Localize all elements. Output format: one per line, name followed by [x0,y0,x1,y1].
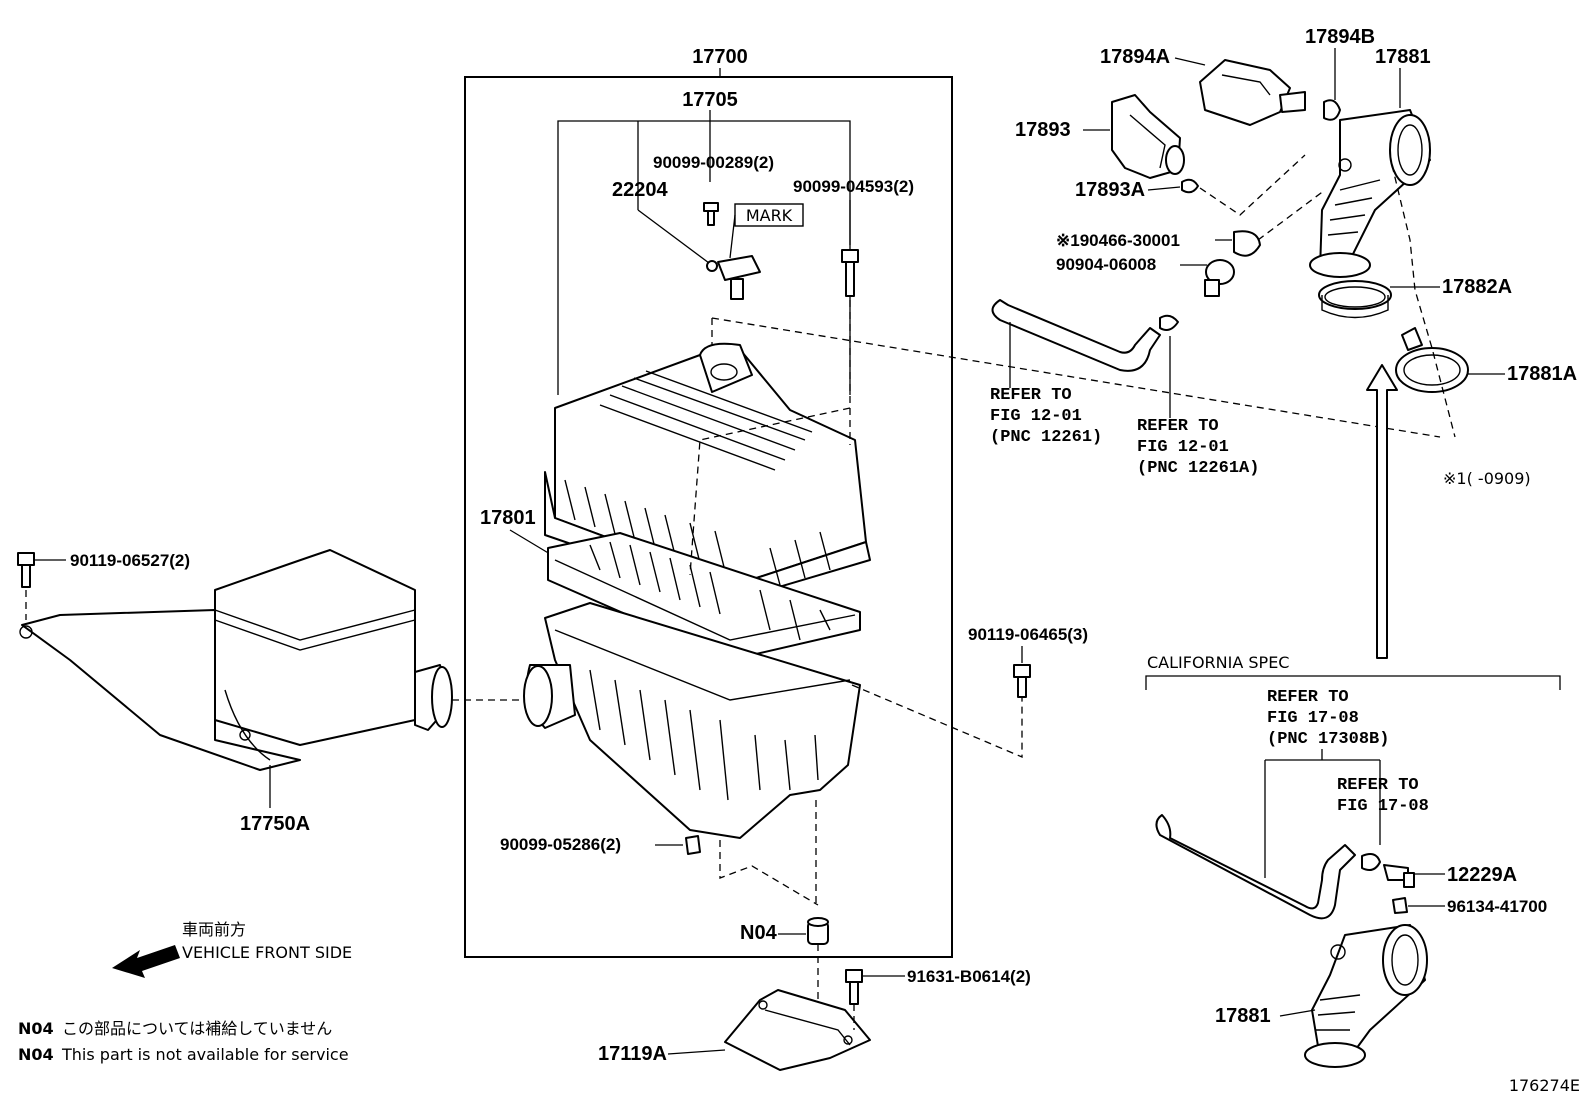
label-17881-top: 17881 [1375,46,1431,68]
intake-hose-17881-california [1304,924,1428,1068]
label-17882A: 17882A [1442,276,1512,298]
label-17893A: 17893A [1075,179,1145,201]
arrow-left-icon [112,945,180,978]
clip-icon [1392,897,1408,914]
air-filter-element [547,532,861,661]
ref-fig-17-08-b: REFER TO FIG 17-08 [1337,776,1429,816]
label-N04: N04 [740,922,778,944]
clamp-icon [1233,230,1261,257]
connector-12229A [1383,864,1415,888]
label-90099-04593: 90099-04593(2) [793,177,914,196]
resonator-17894A [1199,59,1306,126]
intake-hose-17881 [1309,109,1431,278]
note-n04-code-jp: N04 [18,1019,54,1038]
air-intake-duct-17750A [19,549,453,771]
clamp-17881A [1395,327,1469,393]
bracket-17119A [724,989,871,1071]
label-17894A: 17894A [1100,46,1170,68]
clamp-icon [1323,99,1341,121]
clamp-icon [1159,314,1179,331]
bolt-icon [703,202,719,226]
california-spec-label: CALIFORNIA SPEC [1147,653,1289,672]
front-label-jp: 車両前方 [182,920,246,939]
figure-id: 176274E [1509,1076,1580,1095]
label-17893: 17893 [1015,119,1071,141]
pcv-hose [1155,814,1356,920]
ref-fig-17-08-a: REFER TO FIG 17-08 (PNC 17308B) [1267,688,1389,749]
label-17801: 17801 [480,507,536,529]
label-17119A: 17119A [598,1043,667,1065]
california-spec-bracket [1145,675,1561,690]
clamp-icon [1361,853,1381,871]
label-91631-B0614: 91631-B0614(2) [907,967,1031,986]
bolt-icon [17,552,35,588]
label-12229A: 12229A [1447,864,1517,886]
label-90119-06465: 90119-06465(3) [968,625,1088,644]
footnote-date: ※1( -0909) [1443,469,1531,488]
label-17881A: 17881A [1507,363,1577,385]
front-label-en: VEHICLE FRONT SIDE [182,943,352,962]
label-90466-30001: ※190466-30001 [1056,231,1180,250]
bolt-icon [1013,664,1031,698]
label-96134-41700: 96134-41700 [1447,897,1547,916]
label-90099-00289: 90099-00289(2) [653,153,774,172]
ref-fig-12-01-a: REFER TO FIG 12-01 (PNC 12261) [990,386,1102,447]
label-22204: 22204 [612,179,668,201]
arrow-up-icon [1366,364,1398,659]
label-17750A: 17750A [240,813,310,835]
air-cleaner-cap [544,342,871,601]
assembly-box-17700 [464,76,953,958]
clip-icon [685,835,701,855]
label-90904-06008: 90904-06008 [1056,255,1156,274]
label-17705: 17705 [682,89,738,111]
clamp-17882A [1318,280,1392,319]
bolt-icon [845,969,863,1005]
note-n04-code-en: N04 [18,1045,54,1064]
note-n04-jp: この部品については補給していません [62,1019,332,1038]
bolt-icon [841,249,859,297]
label-17700: 17700 [692,46,748,68]
mass-air-flow-sensor [706,255,761,300]
ref-fig-12-01-b: REFER TO FIG 12-01 (PNC 12261A) [1137,417,1259,478]
duct-17893 [1111,94,1185,179]
clamp-icon [1181,178,1199,194]
fitting-90904-06008 [1204,259,1235,297]
label-90099-05286: 90099-05286(2) [500,835,621,854]
mark-label: MARK [746,206,793,225]
label-17894B: 17894B [1305,26,1375,48]
air-cleaner-case [523,602,861,839]
note-n04-en: This part is not available for service [61,1045,349,1064]
vacuum-hose [991,299,1161,372]
label-90119-06527: 90119-06527(2) [70,551,190,570]
label-17881-bottom: 17881 [1215,1005,1271,1027]
grommet-N04 [807,917,829,945]
